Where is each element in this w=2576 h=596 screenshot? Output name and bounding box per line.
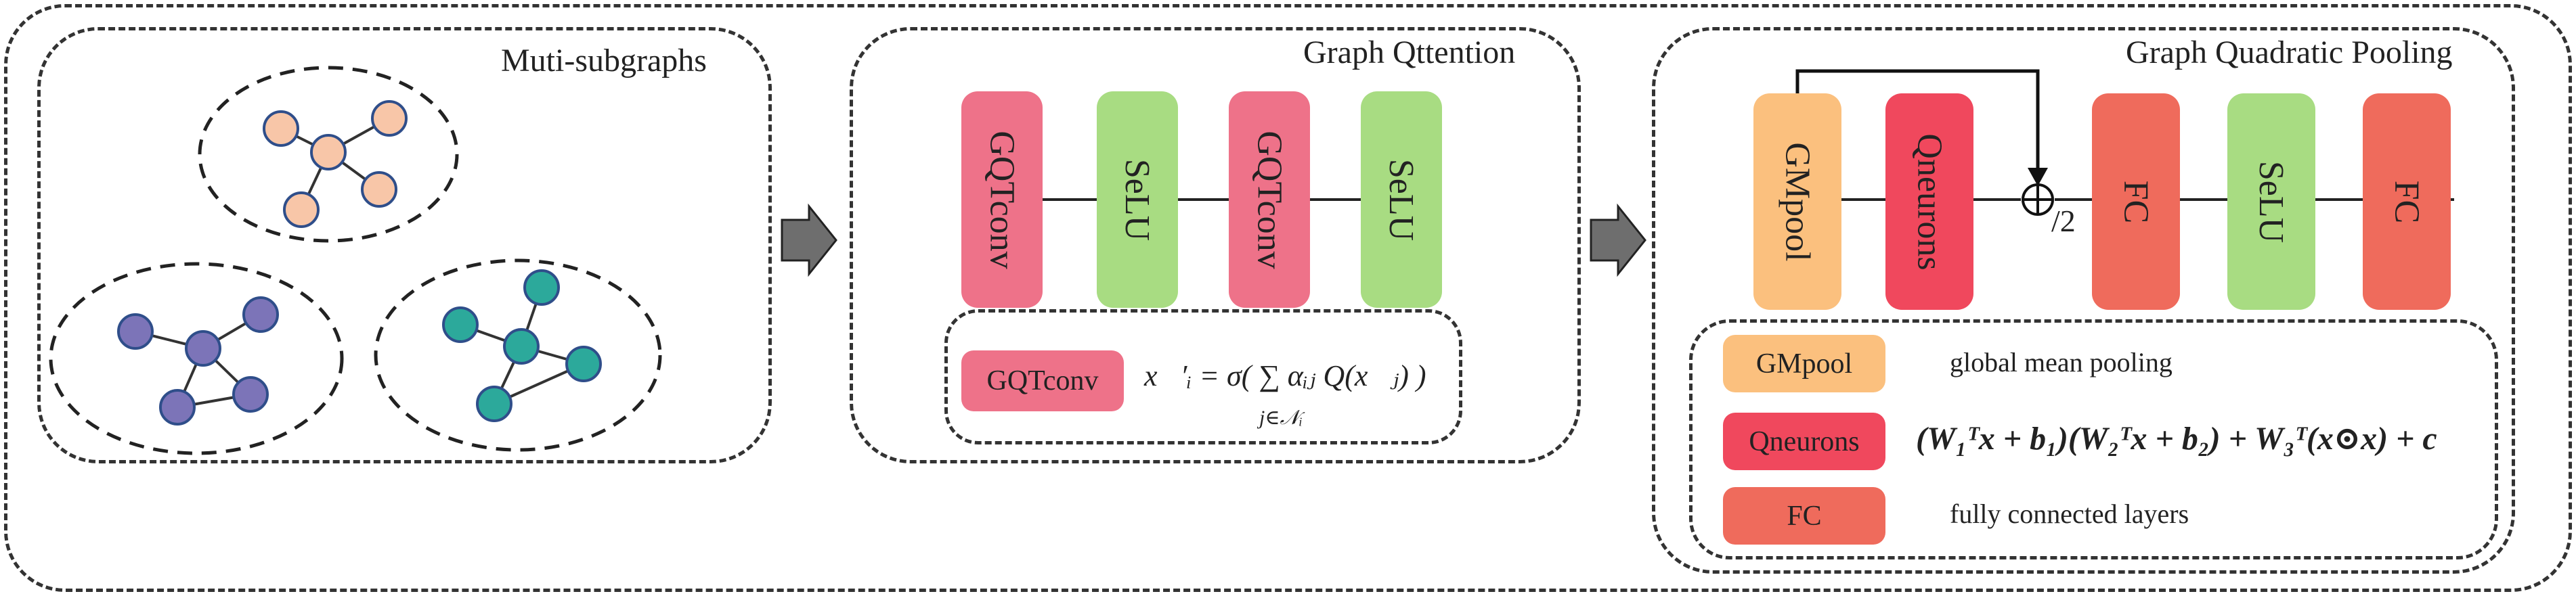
legend-gmpool-chip: GMpool [1723,335,1885,392]
graph-node [310,134,347,170]
arrow-to-pooling-icon [1590,203,1646,277]
graph-node [565,346,602,382]
skip-arrow-head-icon [2028,168,2048,186]
attention-block-label: GQTconv [1250,130,1289,269]
graph-node [159,389,196,426]
pooling-block-label: SeLU [2252,160,2291,243]
graph-node [242,296,279,333]
graph-node [283,191,320,228]
subgraph-top-nodes [263,100,408,228]
subgraphs-panel [37,27,772,463]
graph-node [523,269,560,306]
subgraph-left-nodes [117,296,279,426]
attention-block-gqtconv-2: GQTconv [1229,91,1310,308]
legend-fc-chip: FC [1723,487,1885,545]
legend-qneurons-chip: Qneurons [1723,413,1885,470]
attention-block-label: SeLU [1118,158,1157,241]
legend-gmpool-text: global mean pooling [1950,347,2173,377]
legend-fc-text: fully connected layers [1950,499,2189,529]
arrow-to-attention-icon [781,203,837,277]
pooling-block-label: FC [2387,180,2426,223]
pooling-title: Graph Quadratic Pooling [2126,35,2453,70]
pooling-block-fc-2: FC [2363,93,2451,310]
subgraph-right-nodes [442,269,602,422]
pooling-block-label: GMpool [1778,141,1817,262]
subgraph-ellipse-top [198,66,459,243]
gqtconv-formula: x⃗′ᵢ = σ( ∑ αᵢⱼ Q(x⃗ⱼ) ) [1144,359,1426,392]
graph-node [503,328,540,365]
combine-divisor-label: /2 [2051,204,2076,238]
legend-qneurons-formula: (W₁ᵀx + b₁)(W₂ᵀx + b₂) + W₃ᵀ(x⊙x) + c [1916,421,2437,457]
pooling-block-selu: SeLU [2227,93,2315,310]
graph-node [185,330,221,367]
pooling-block-gmpool: GMpool [1753,93,1841,310]
subgraph-ellipse-left [49,262,344,455]
pooling-block-qneurons: Qneurons [1885,93,1973,310]
pooling-legend-box [1689,319,2498,559]
graph-node [371,100,408,137]
attention-block-selu-2: SeLU [1361,91,1442,308]
graph-node [361,171,397,208]
pooling-block-label: Qneurons [1910,133,1949,271]
graph-node [117,313,154,350]
skip-connection-line [1795,69,2040,173]
subgraphs-title: Muti-subgraphs [501,43,707,78]
attention-block-label: SeLU [1382,158,1421,241]
outer-frame [4,4,2572,592]
attention-block-label: GQTconv [982,130,1022,269]
pooling-panel [1652,27,2515,574]
attention-block-gqtconv-1: GQTconv [961,91,1043,308]
gqtconv-formula-subscript: j∈𝒩ᵢ [1259,407,1303,429]
attention-title: Graph Qttention [1303,35,1516,70]
gqtconv-equation-label: GQTconv [961,350,1124,411]
graph-node [476,386,512,422]
pooling-block-label: FC [2116,180,2156,223]
gqtconv-equation-box [944,309,1462,444]
graph-node [442,306,479,343]
graph-node [263,110,299,147]
pooling-block-fc-1: FC [2092,93,2180,310]
attention-block-selu-1: SeLU [1097,91,1178,308]
attention-panel [850,27,1581,463]
graph-node [232,376,269,413]
subgraph-ellipse-right [374,258,662,452]
